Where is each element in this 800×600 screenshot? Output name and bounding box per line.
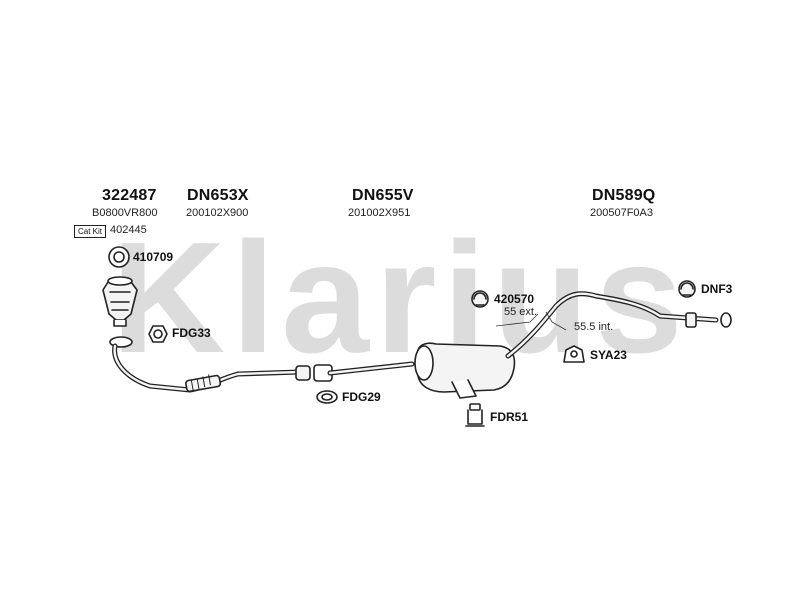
callout-420570: 420570: [494, 292, 535, 306]
center-joint: [295, 365, 311, 381]
callout-fdg29: FDG29: [342, 390, 381, 404]
flexi-section: [185, 374, 222, 393]
callout-fdr51: FDR51: [490, 410, 529, 424]
tail-clamp: [685, 312, 697, 328]
watermark-logo: Klarius: [111, 210, 689, 386]
clamp-icon-dnf3: [678, 280, 696, 298]
catalytic-converter: [102, 276, 138, 327]
note-ext: 55 ext.: [504, 306, 538, 318]
callout-fdg33: FDG33: [172, 326, 211, 340]
callout-gasket: 410709: [133, 250, 174, 264]
part-code-4: DN589Q: [592, 187, 656, 204]
note-int: 55.5 int.: [574, 321, 614, 333]
mount-icon-sya23: [563, 345, 585, 363]
callout-dnf3: DNF3: [701, 282, 733, 296]
cat-kit-code: 402445: [110, 224, 147, 236]
tail-end: [720, 312, 732, 328]
clamp-icon-fdg29: [316, 390, 338, 404]
clamp-icon-420570: [471, 290, 489, 308]
part-ref-3: 201002X951: [348, 207, 411, 219]
part-code-2: DN653X: [187, 187, 249, 204]
part-ref-2: 200102X900: [186, 207, 249, 219]
rear-silencer: [414, 342, 516, 399]
callout-sya23: SYA23: [590, 348, 627, 362]
part-code-1: 322487: [102, 187, 157, 204]
mount-icon-fdr51: [465, 403, 485, 427]
cat-kit-badge: Cat Kit: [74, 225, 106, 238]
part-code-3: DN655V: [352, 187, 414, 204]
part-ref-4: 200507F0A3: [590, 207, 653, 219]
clamp-icon-fdg33: [148, 325, 168, 343]
part-ref-1: B0800VR800: [92, 207, 158, 219]
